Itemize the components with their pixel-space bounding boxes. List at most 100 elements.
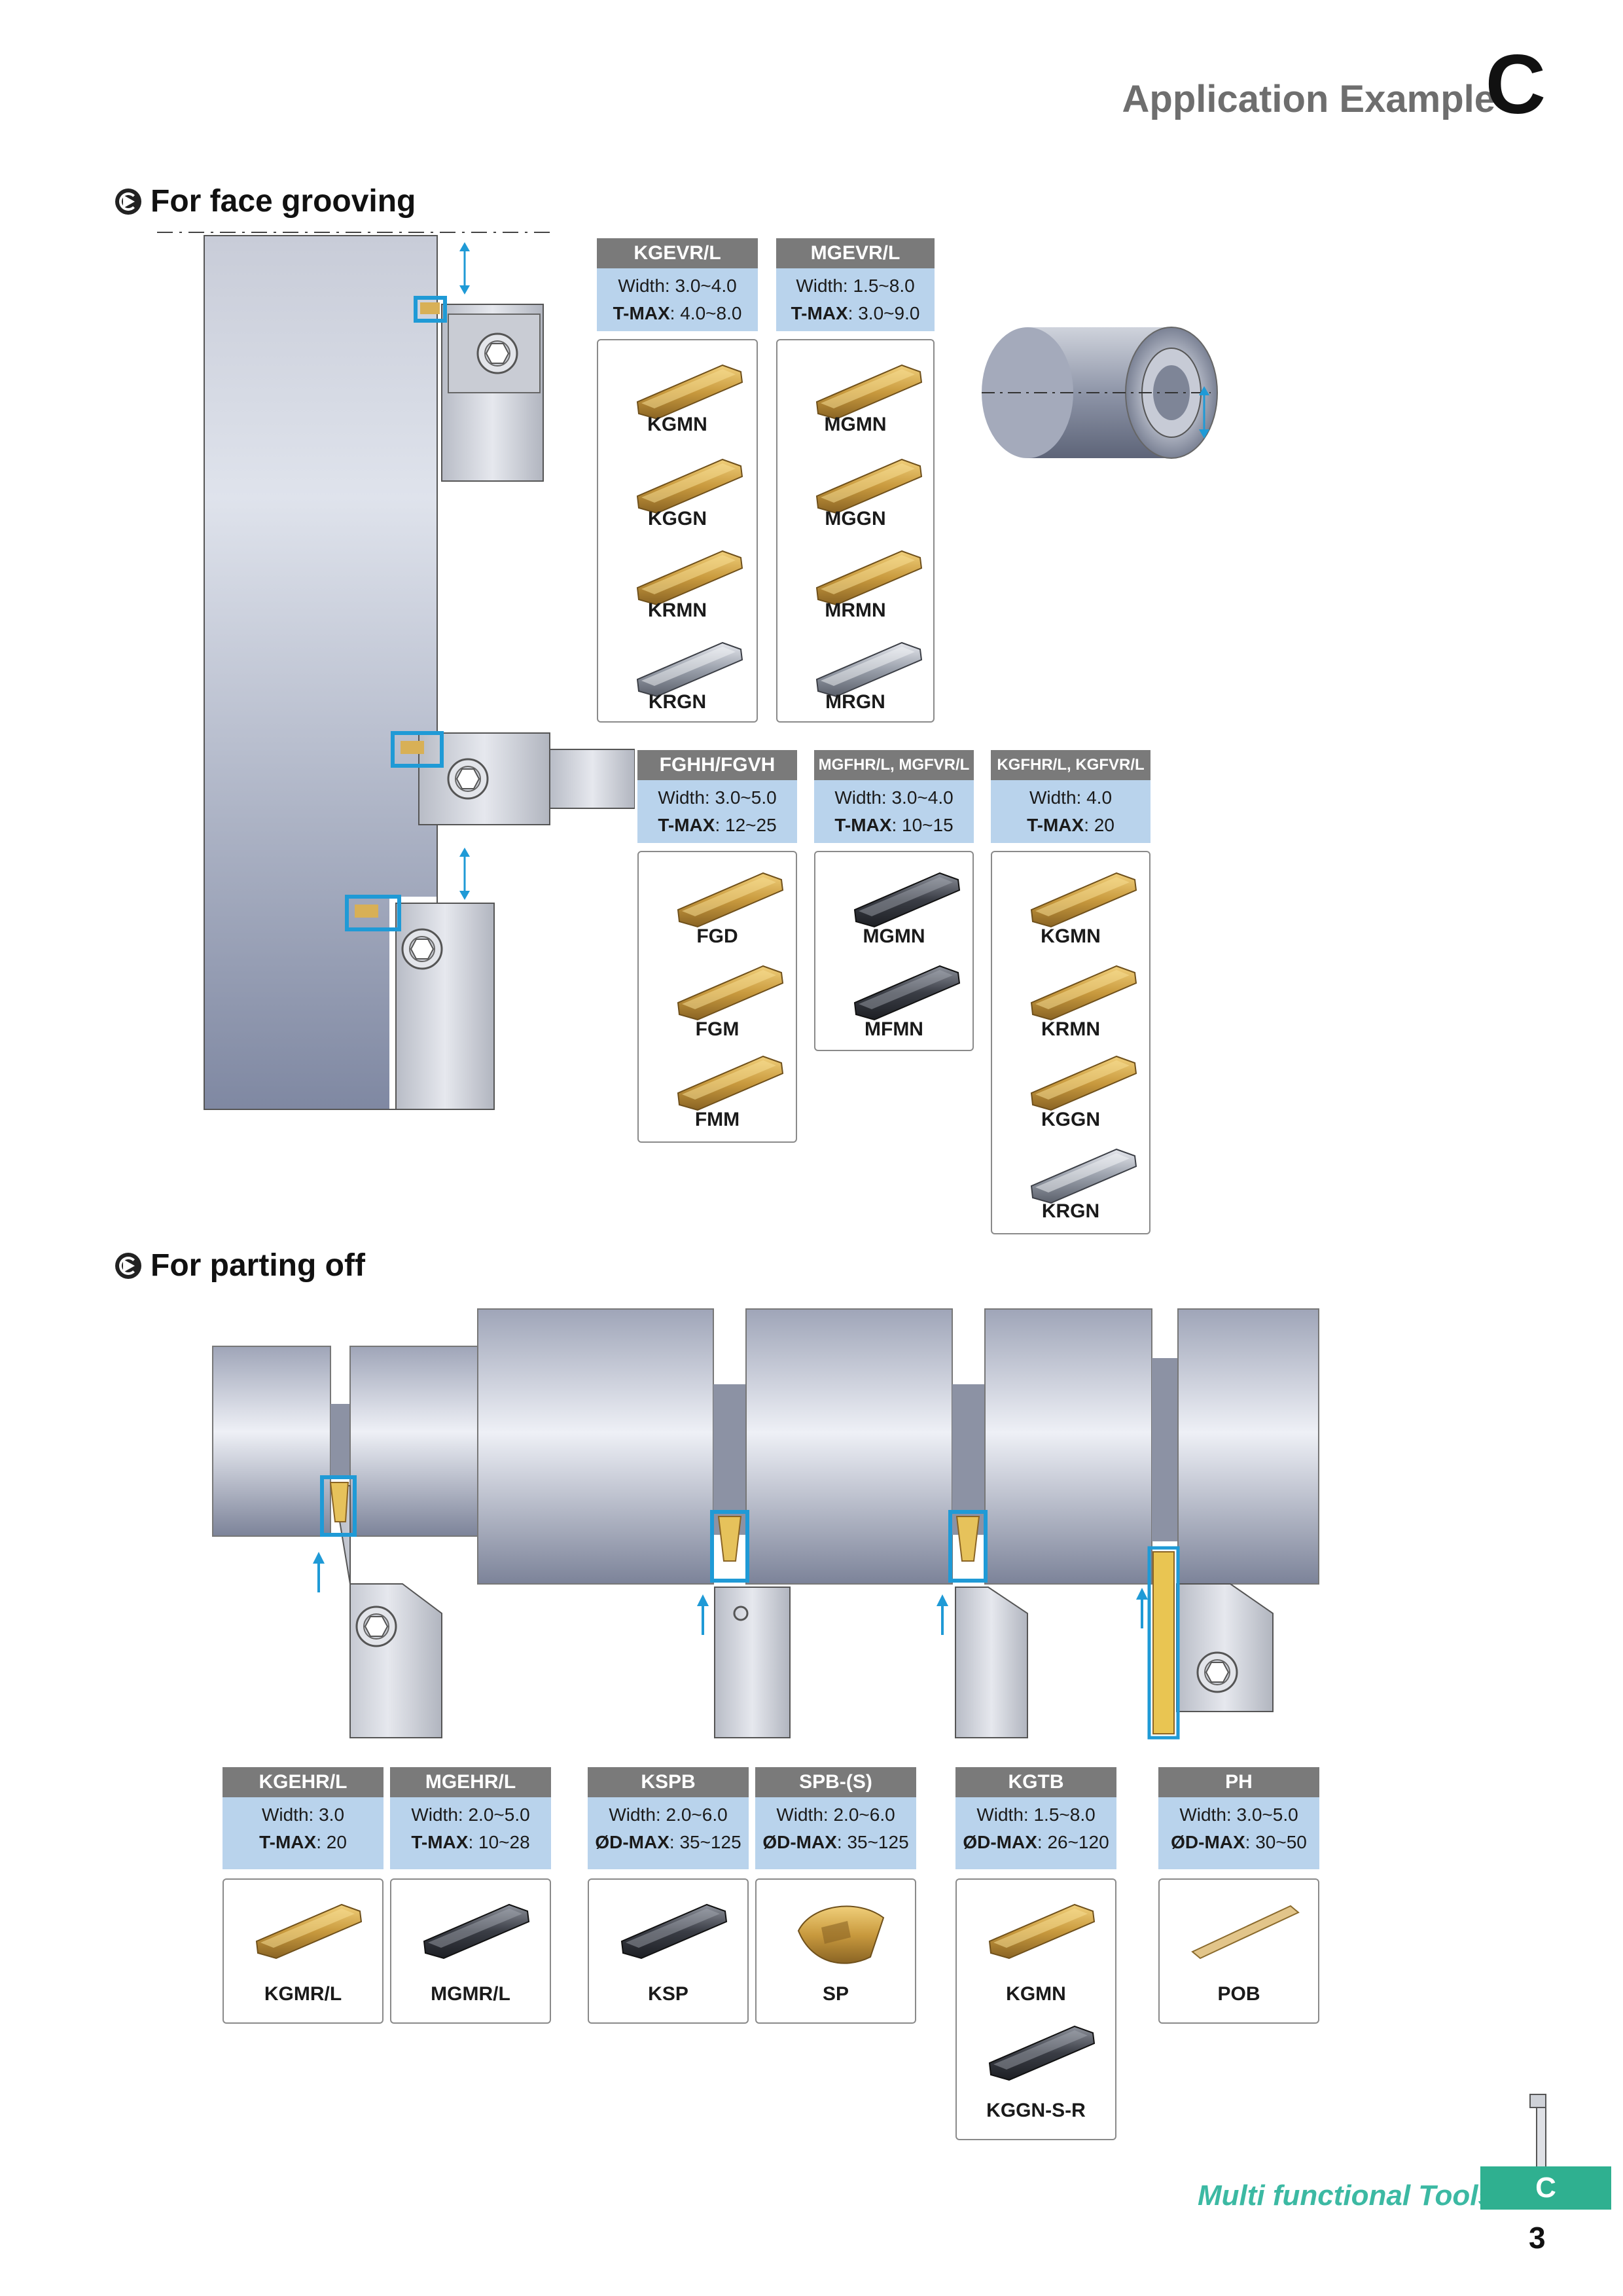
insert-label: KGGN-S-R: [986, 2100, 1086, 2121]
insert-label: MGMN: [863, 925, 925, 947]
insert-label: MGMR/L: [431, 1983, 510, 2005]
insert-label: MGGN: [825, 508, 886, 529]
series-card-fghh: FGHH/FGVH Width: 3.0~5.0 T-MAX: 12~25: [637, 750, 797, 843]
section-letter: C: [1485, 38, 1546, 132]
series-name: MGFHR/L, MGFVR/L: [814, 750, 974, 780]
width-label: Width: [976, 1804, 1024, 1825]
dmax-label: ØD-MAX: [762, 1832, 837, 1852]
width-label: Width: [1179, 1804, 1226, 1825]
spec-box: Width: 3.0~4.0 T-MAX: 4.0~8.0: [597, 268, 758, 331]
insert-label: KGMN: [647, 414, 707, 435]
insert-label: KGMN: [1041, 925, 1101, 947]
spec-box: Width: 1.5~8.0 T-MAX: 3.0~9.0: [776, 268, 935, 331]
tmax-label: T-MAX: [613, 303, 670, 323]
insert-box-mgevr: MGMN MGGN MRMN MRGN: [776, 339, 935, 723]
dmax-value: 35~125: [679, 1832, 741, 1852]
series-card-mgehr: MGEHR/L Width: 2.0~5.0 T-MAX: 10~28: [390, 1767, 551, 1869]
tmax-label: T-MAX: [834, 815, 892, 835]
series-name: MGEHR/L: [390, 1767, 551, 1797]
face-grooving-illustration: [157, 232, 635, 1110]
section-title: For parting off: [151, 1248, 365, 1283]
spec-box: Width: 3.0 T-MAX: 20: [223, 1797, 383, 1869]
width-value: 3.0~5.0: [715, 787, 777, 808]
insert-box-kspb: KSP: [588, 1878, 749, 2024]
insert-box-kgfhr: KGMN KRMN KGGN KRGN: [991, 851, 1150, 1234]
spec-box: Width: 3.0~5.0 ØD-MAX: 30~50: [1158, 1797, 1319, 1869]
width-value: 3.0~4.0: [675, 276, 737, 296]
width-label: Width: [618, 276, 665, 296]
section-heading-face-grooving: For face grooving: [115, 183, 416, 219]
insert-label: KSP: [648, 1983, 688, 2005]
page-header-title: Application Example: [1122, 78, 1495, 120]
parting-off-illustration: [212, 1308, 1319, 1740]
insert-box-mgehr: MGMR/L: [390, 1878, 551, 2024]
insert-image-kgmr: [256, 1904, 362, 1959]
tmax-value: 20: [326, 1832, 347, 1852]
insert-label: FGD: [696, 925, 738, 947]
dmax-value: 26~120: [1047, 1832, 1109, 1852]
width-label: Width: [261, 1804, 309, 1825]
width-label: Width: [796, 276, 843, 296]
insert-label: KGGN: [1041, 1109, 1100, 1130]
width-label: Width: [776, 1804, 823, 1825]
insert-image-kgmn: [989, 1904, 1095, 1959]
series-name: KSPB: [588, 1767, 749, 1797]
series-card-mgevr: MGEVR/L Width: 1.5~8.0 T-MAX: 3.0~9.0: [776, 238, 935, 331]
width-label: Width: [834, 787, 882, 808]
width-value: 4.0: [1086, 787, 1113, 808]
width-label: Width: [411, 1804, 458, 1825]
series-card-kgehr: KGEHR/L Width: 3.0 T-MAX: 20: [223, 1767, 383, 1869]
series-card-ph: PH Width: 3.0~5.0 ØD-MAX: 30~50: [1158, 1767, 1319, 1869]
insert-label: MRGN: [825, 691, 885, 713]
insert-label: KRMN: [648, 600, 707, 621]
spec-box: Width: 3.0~4.0 T-MAX: 10~15: [814, 780, 974, 843]
insert-image-pob: [1192, 1905, 1299, 1959]
width-value: 3.0~4.0: [891, 787, 954, 808]
insert-label: KRGN: [1041, 1200, 1100, 1222]
spec-box: Width: 2.0~6.0 ØD-MAX: 35~125: [755, 1797, 916, 1869]
spec-box: Width: 2.0~5.0 T-MAX: 10~28: [390, 1797, 551, 1869]
section-title: For face grooving: [151, 184, 416, 219]
section-heading-parting-off: For parting off: [115, 1247, 365, 1283]
page-number: 3: [1529, 2221, 1546, 2255]
series-name: KGEVR/L: [597, 238, 758, 268]
series-name: KGFHR/L, KGFVR/L: [991, 750, 1150, 780]
insert-label: POB: [1217, 1983, 1260, 2005]
width-value: 2.0~5.0: [468, 1804, 530, 1825]
series-card-kgevr: KGEVR/L Width: 3.0~4.0 T-MAX: 4.0~8.0: [597, 238, 758, 331]
insert-label: KRGN: [648, 691, 707, 713]
arrow-circle-icon: [115, 188, 141, 215]
insert-box-kgehr: KGMR/L: [223, 1878, 383, 2024]
width-value: 2.0~6.0: [833, 1804, 895, 1825]
dmax-label: ØD-MAX: [595, 1832, 669, 1852]
insert-label: FGM: [695, 1018, 740, 1040]
width-value: 3.0: [319, 1804, 345, 1825]
tmax-label: T-MAX: [658, 815, 715, 835]
chapter-tab[interactable]: C: [1480, 2166, 1611, 2210]
insert-image-ksp: [621, 1904, 727, 1959]
width-label: Width: [1029, 787, 1077, 808]
dmax-label: ØD-MAX: [963, 1832, 1037, 1852]
tmax-label: T-MAX: [411, 1832, 469, 1852]
insert-label: MGMN: [824, 414, 887, 435]
tmax-label: T-MAX: [1027, 815, 1084, 835]
width-value: 1.5~8.0: [853, 276, 915, 296]
insert-label: KRMN: [1041, 1018, 1100, 1040]
insert-box-fghh: FGD FGM FMM: [637, 851, 797, 1143]
insert-label: MRMN: [825, 600, 886, 621]
insert-label: SP: [822, 1983, 849, 2005]
tmax-value: 4.0~8.0: [680, 303, 742, 323]
insert-box-ph: POB: [1158, 1878, 1319, 2024]
spec-box: Width: 1.5~8.0 ØD-MAX: 26~120: [955, 1797, 1116, 1869]
series-name: MGEVR/L: [776, 238, 935, 268]
spec-box: Width: 3.0~5.0 T-MAX: 12~25: [637, 780, 797, 843]
arrow-circle-icon: [115, 1252, 141, 1279]
insert-label: FMM: [694, 1109, 740, 1130]
series-card-kgtb: KGTB Width: 1.5~8.0 ØD-MAX: 26~120: [955, 1767, 1116, 1869]
series-card-mgfhr: MGFHR/L, MGFVR/L Width: 3.0~4.0 T-MAX: 1…: [814, 750, 974, 843]
dmax-value: 35~125: [847, 1832, 909, 1852]
insert-label: KGMR/L: [264, 1983, 342, 2005]
width-value: 3.0~5.0: [1236, 1804, 1298, 1825]
width-label: Width: [609, 1804, 656, 1825]
insert-image-sp: [798, 1905, 884, 1964]
